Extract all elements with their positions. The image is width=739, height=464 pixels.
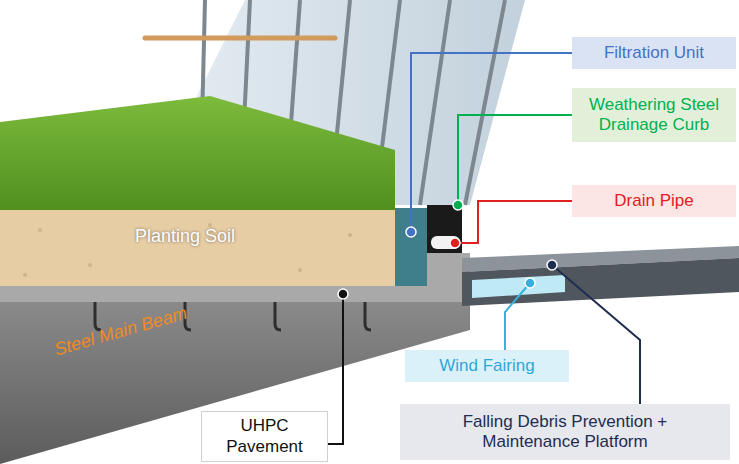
soil-label: Planting Soil [135, 226, 235, 247]
callout-text: UHPC Pavement [208, 416, 321, 457]
curb-callout: Weathering Steel Drainage Curb [572, 88, 736, 142]
fairing-callout: Wind Fairing [405, 350, 569, 382]
pavement-callout: UHPC Pavement [201, 411, 328, 462]
callout-text: Weathering Steel Drainage Curb [578, 95, 730, 136]
callout-text: Falling Debris Prevention + Maintenance … [445, 412, 685, 453]
callout-text: Filtration Unit [604, 43, 704, 63]
platform-callout: Falling Debris Prevention + Maintenance … [400, 404, 730, 460]
filtration-callout: Filtration Unit [572, 37, 736, 69]
callout-text: Wind Fairing [439, 356, 534, 376]
callout-text: Drain Pipe [614, 191, 693, 211]
pipe-callout: Drain Pipe [572, 185, 736, 217]
